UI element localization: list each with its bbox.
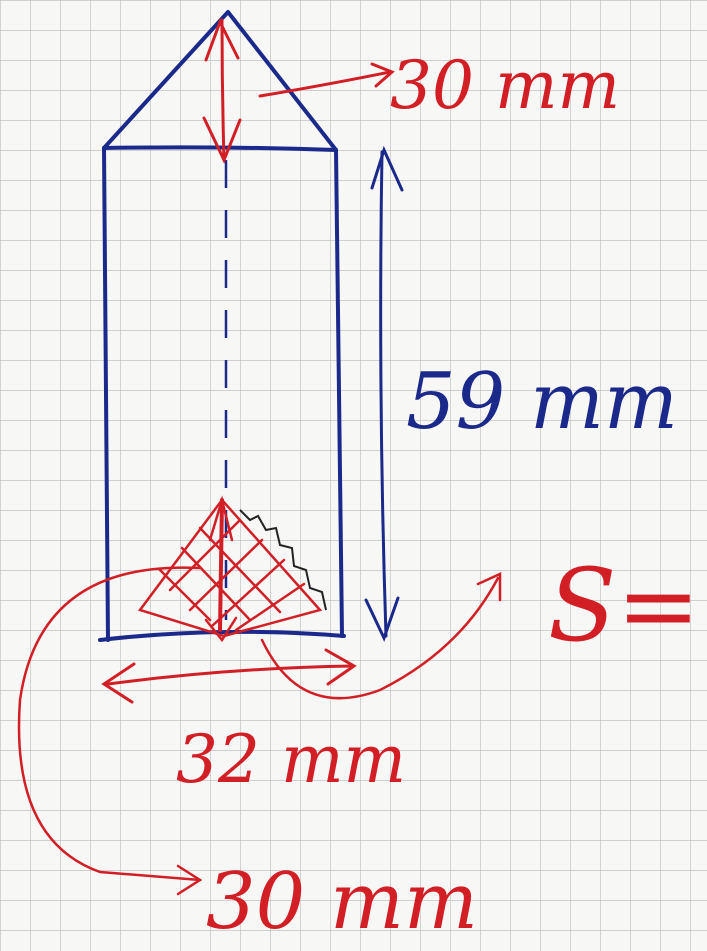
hatch-ticks-black (239, 509, 327, 611)
roof-triangle (102, 10, 338, 152)
apex-height-label: 30 mm (390, 47, 620, 124)
depth-leader-arrow (17, 566, 203, 896)
area-leader-arrow (260, 572, 502, 700)
base-width-label: 32 mm (176, 721, 406, 798)
base-depth-label: 30 mm (206, 857, 478, 947)
area-label: S= (548, 547, 700, 664)
right-wall (334, 148, 344, 638)
body-height-label: 59 mm (406, 357, 678, 447)
prism-outline (98, 10, 346, 642)
hatched-base-triangle (137, 495, 323, 643)
height-dimension-arrow (364, 145, 404, 642)
left-wall (102, 146, 110, 642)
base-line (98, 629, 346, 642)
width-dimension-arrow (101, 648, 357, 704)
apex-height-arrow (202, 18, 395, 164)
roof-base-line (102, 145, 338, 152)
